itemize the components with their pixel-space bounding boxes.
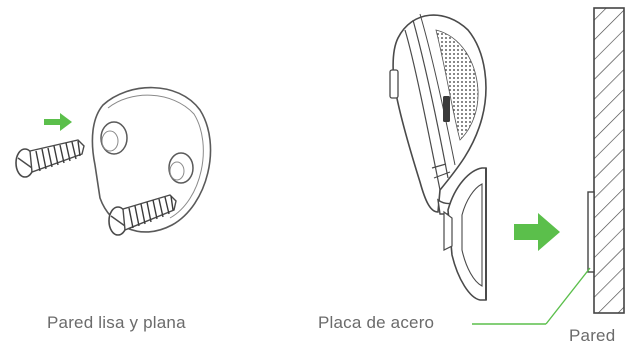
mounting-plate-icon <box>91 86 212 233</box>
leader-line <box>472 267 591 325</box>
arrow-right-icon <box>514 213 560 251</box>
steel-plate-label: Placa de acero <box>318 313 435 332</box>
hatched-wall-icon <box>593 7 625 314</box>
screw-icon <box>15 139 85 178</box>
camera-icon <box>389 13 487 301</box>
arrow-right-icon <box>44 113 72 131</box>
wall-label: Pared <box>569 326 616 345</box>
screw-icon <box>108 194 177 236</box>
smooth-wall-label: Pared lisa y plana <box>47 313 186 332</box>
steel-plate-icon <box>587 191 595 273</box>
